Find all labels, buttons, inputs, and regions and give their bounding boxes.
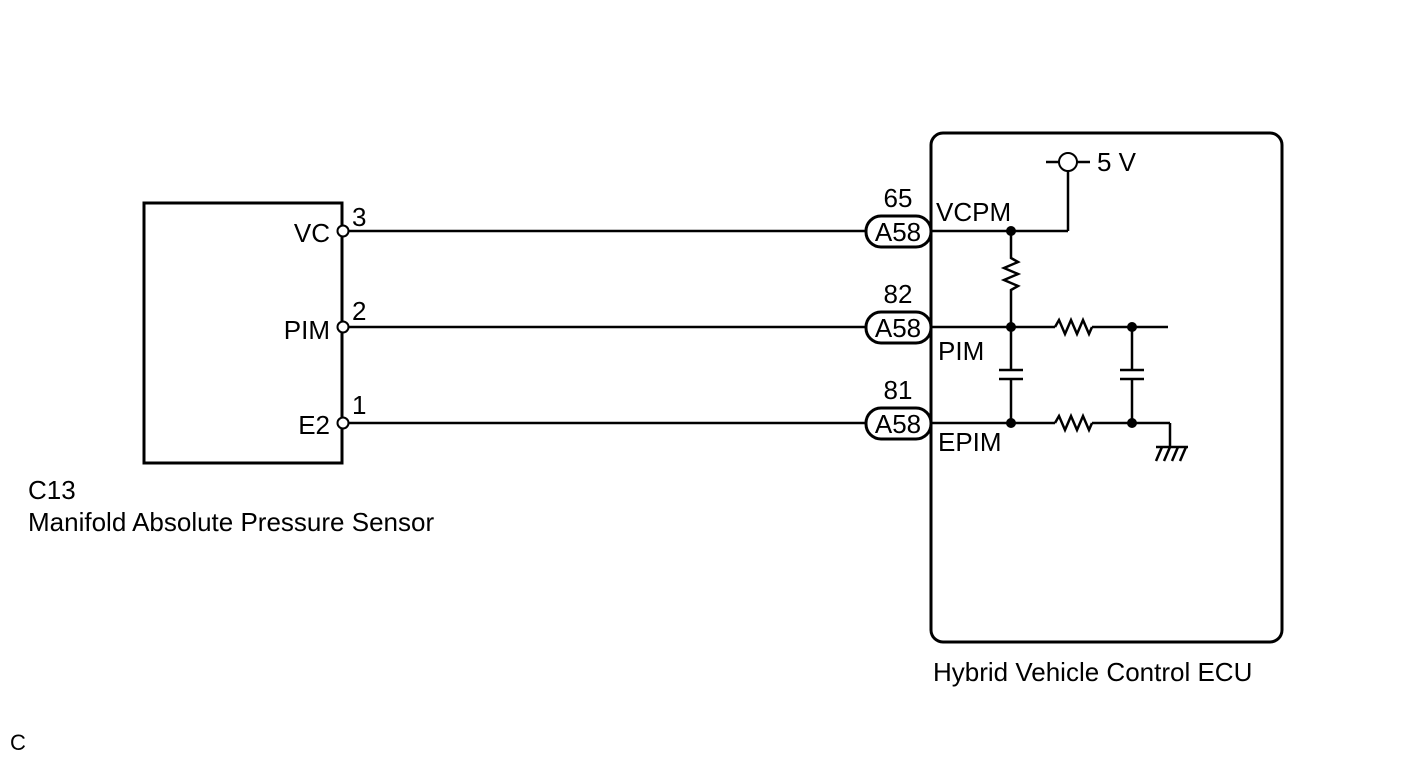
ground-icon <box>1154 423 1188 462</box>
sensor-pin-number-2: 2 <box>352 296 366 326</box>
connector-code-65: A58 <box>875 217 921 247</box>
connector-code-82: A58 <box>875 313 921 343</box>
epim-series-resistor-icon <box>1053 412 1094 434</box>
sensor-pin-number-1: 1 <box>352 390 366 420</box>
sensor-name: Manifold Absolute Pressure Sensor <box>28 507 434 537</box>
sensor-pin-label-e2: E2 <box>298 410 330 440</box>
ecu-signal-epim: EPIM <box>938 427 1002 457</box>
sensor-code: C13 <box>28 475 76 505</box>
junction-dot <box>1127 418 1137 428</box>
supply-voltage: 5 V <box>1097 147 1137 177</box>
sensor-pin-pim <box>336 320 350 334</box>
connector-code-81: A58 <box>875 409 921 439</box>
supply-terminal-icon <box>1058 152 1078 172</box>
ecu-pin-number-82: 82 <box>884 279 913 309</box>
sensor-pin-label-pim: PIM <box>284 315 330 345</box>
ecu-pin-number-65: 65 <box>884 183 913 213</box>
sensor-pin-e2 <box>336 416 350 430</box>
pullup-resistor-icon <box>1000 231 1022 327</box>
sensor-pin-vc <box>336 224 350 238</box>
ecu-name: Hybrid Vehicle Control ECU <box>933 657 1252 687</box>
junction-dot <box>1006 418 1016 428</box>
junction-dot <box>1127 322 1137 332</box>
sensor-pin-number-3: 3 <box>352 202 366 232</box>
ecu-signal-vcpm: VCPM <box>936 197 1011 227</box>
ecu-pin-number-81: 81 <box>884 375 913 405</box>
footer-code: C <box>10 730 26 755</box>
pim-series-resistor-icon <box>1053 316 1094 338</box>
junction-dot <box>1006 322 1016 332</box>
junction-dot <box>1006 226 1016 236</box>
ecu-signal-pim: PIM <box>938 336 984 366</box>
ecu-box <box>929 131 1284 644</box>
sensor-pin-label-vc: VC <box>294 218 330 248</box>
